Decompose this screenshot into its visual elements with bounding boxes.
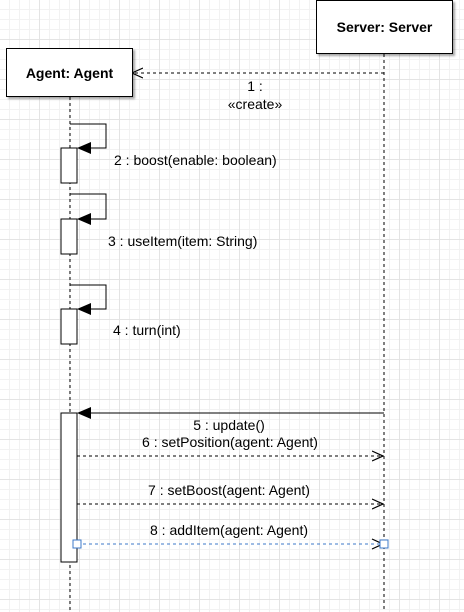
participant-server[interactable]: Server: Server	[316, 0, 453, 54]
activation-bar-turn[interactable]	[60, 308, 78, 345]
selection-handle-end[interactable]	[379, 539, 389, 549]
message-2-label: 2 : boost(enable: boolean)	[114, 152, 277, 168]
selection-handle-start[interactable]	[72, 539, 82, 549]
self-message-3-arrowhead	[77, 213, 91, 225]
message-6-label: 6 : setPosition(agent: Agent)	[142, 434, 318, 450]
self-message-3-arrow[interactable]	[70, 193, 107, 220]
participant-agent-label: Agent: Agent	[25, 64, 114, 81]
activation-bar-useitem[interactable]	[60, 218, 78, 255]
activation-bar-update[interactable]	[60, 412, 78, 563]
message-1-number: 1 :	[247, 78, 263, 94]
message-7-label: 7 : setBoost(agent: Agent)	[148, 482, 310, 498]
self-message-2-arrowhead	[77, 142, 91, 154]
participant-agent[interactable]: Agent: Agent	[6, 48, 133, 97]
message-8-label: 8 : addItem(agent: Agent)	[150, 522, 308, 538]
participant-server-label: Server: Server	[336, 19, 433, 35]
self-message-4-arrowhead	[77, 303, 91, 315]
activation-bar-boost[interactable]	[60, 147, 78, 184]
message-3-label: 3 : useItem(item: String)	[108, 233, 258, 249]
self-message-4-arrow[interactable]	[70, 284, 107, 310]
message-5-label: 5 : update()	[193, 417, 265, 433]
self-message-2-arrow[interactable]	[70, 123, 107, 149]
message-4-label: 4 : turn(int)	[113, 322, 181, 338]
message-5-arrowhead	[77, 407, 91, 419]
message-1-stereotype: «create»	[227, 96, 283, 112]
